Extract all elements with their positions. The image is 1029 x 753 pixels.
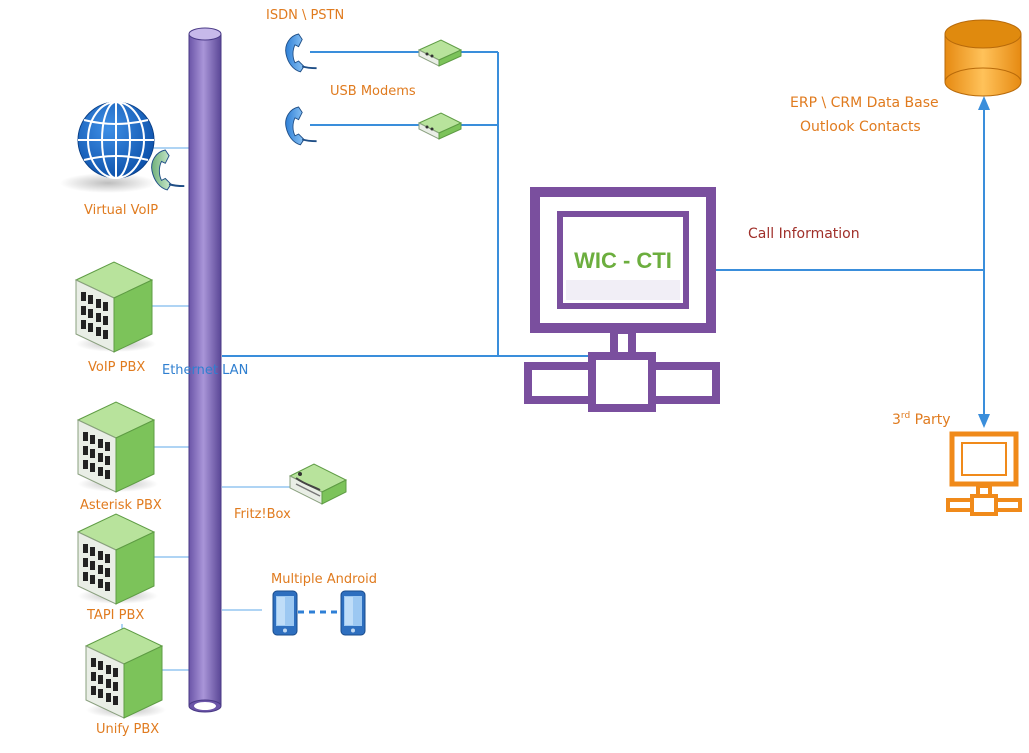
wic-cti-title: WIC - CTI	[574, 248, 672, 273]
globe-icon	[77, 101, 155, 179]
isdn-pstn-label: ISDN \ PSTN	[266, 8, 344, 23]
asterisk-pbx-label: Asterisk PBX	[80, 498, 162, 513]
voip-pbx-server	[75, 261, 156, 353]
erp-crm-label: ERP \ CRM Data Base	[790, 95, 939, 111]
pbx-server-icon	[75, 261, 153, 353]
voip-pbx-label: VoIP PBX	[88, 360, 145, 375]
call-information-label: Call Information	[748, 226, 860, 242]
unify-pbx-server	[85, 627, 166, 719]
outlook-contacts-label: Outlook Contacts	[800, 119, 921, 135]
third-party-superscript: rd	[901, 411, 910, 421]
tapi-pbx-server	[77, 513, 158, 605]
database-icon	[944, 19, 1022, 97]
virtual-voip-node	[60, 101, 186, 193]
wic-cti-computer	[524, 187, 720, 412]
router-icon	[288, 463, 348, 505]
usb-modem-icon	[418, 112, 462, 140]
pbx-server-icon	[85, 627, 163, 719]
tapi-pbx-label: TAPI PBX	[86, 608, 144, 623]
connector-lines	[150, 51, 990, 671]
fritzbox-label: Fritz!Box	[234, 507, 291, 522]
usb-modem-icon	[418, 39, 462, 67]
virtual-voip-label: Virtual VoIP	[84, 203, 158, 218]
pbx-server-icon	[77, 401, 155, 493]
asterisk-pbx-server	[77, 401, 158, 493]
pbx-server-icon	[77, 513, 155, 605]
third-party-word: Party	[910, 412, 950, 428]
android-phone-icon	[340, 590, 366, 636]
unify-pbx-label: Unify PBX	[96, 722, 159, 737]
ethernet-lan-label: Ethernet LAN	[162, 363, 248, 378]
phone-handset-icon	[150, 149, 186, 191]
usb-modems-label: USB Modems	[330, 84, 416, 99]
ethernet-lan-bus	[188, 27, 222, 713]
computer-icon	[946, 431, 1022, 516]
multiple-android-label: Multiple Android	[271, 572, 377, 587]
android-phone-icon	[272, 590, 298, 636]
globe-shadow	[60, 173, 156, 193]
third-party-number: 3	[892, 412, 901, 428]
third-party-label: 3rd Party	[892, 411, 951, 428]
